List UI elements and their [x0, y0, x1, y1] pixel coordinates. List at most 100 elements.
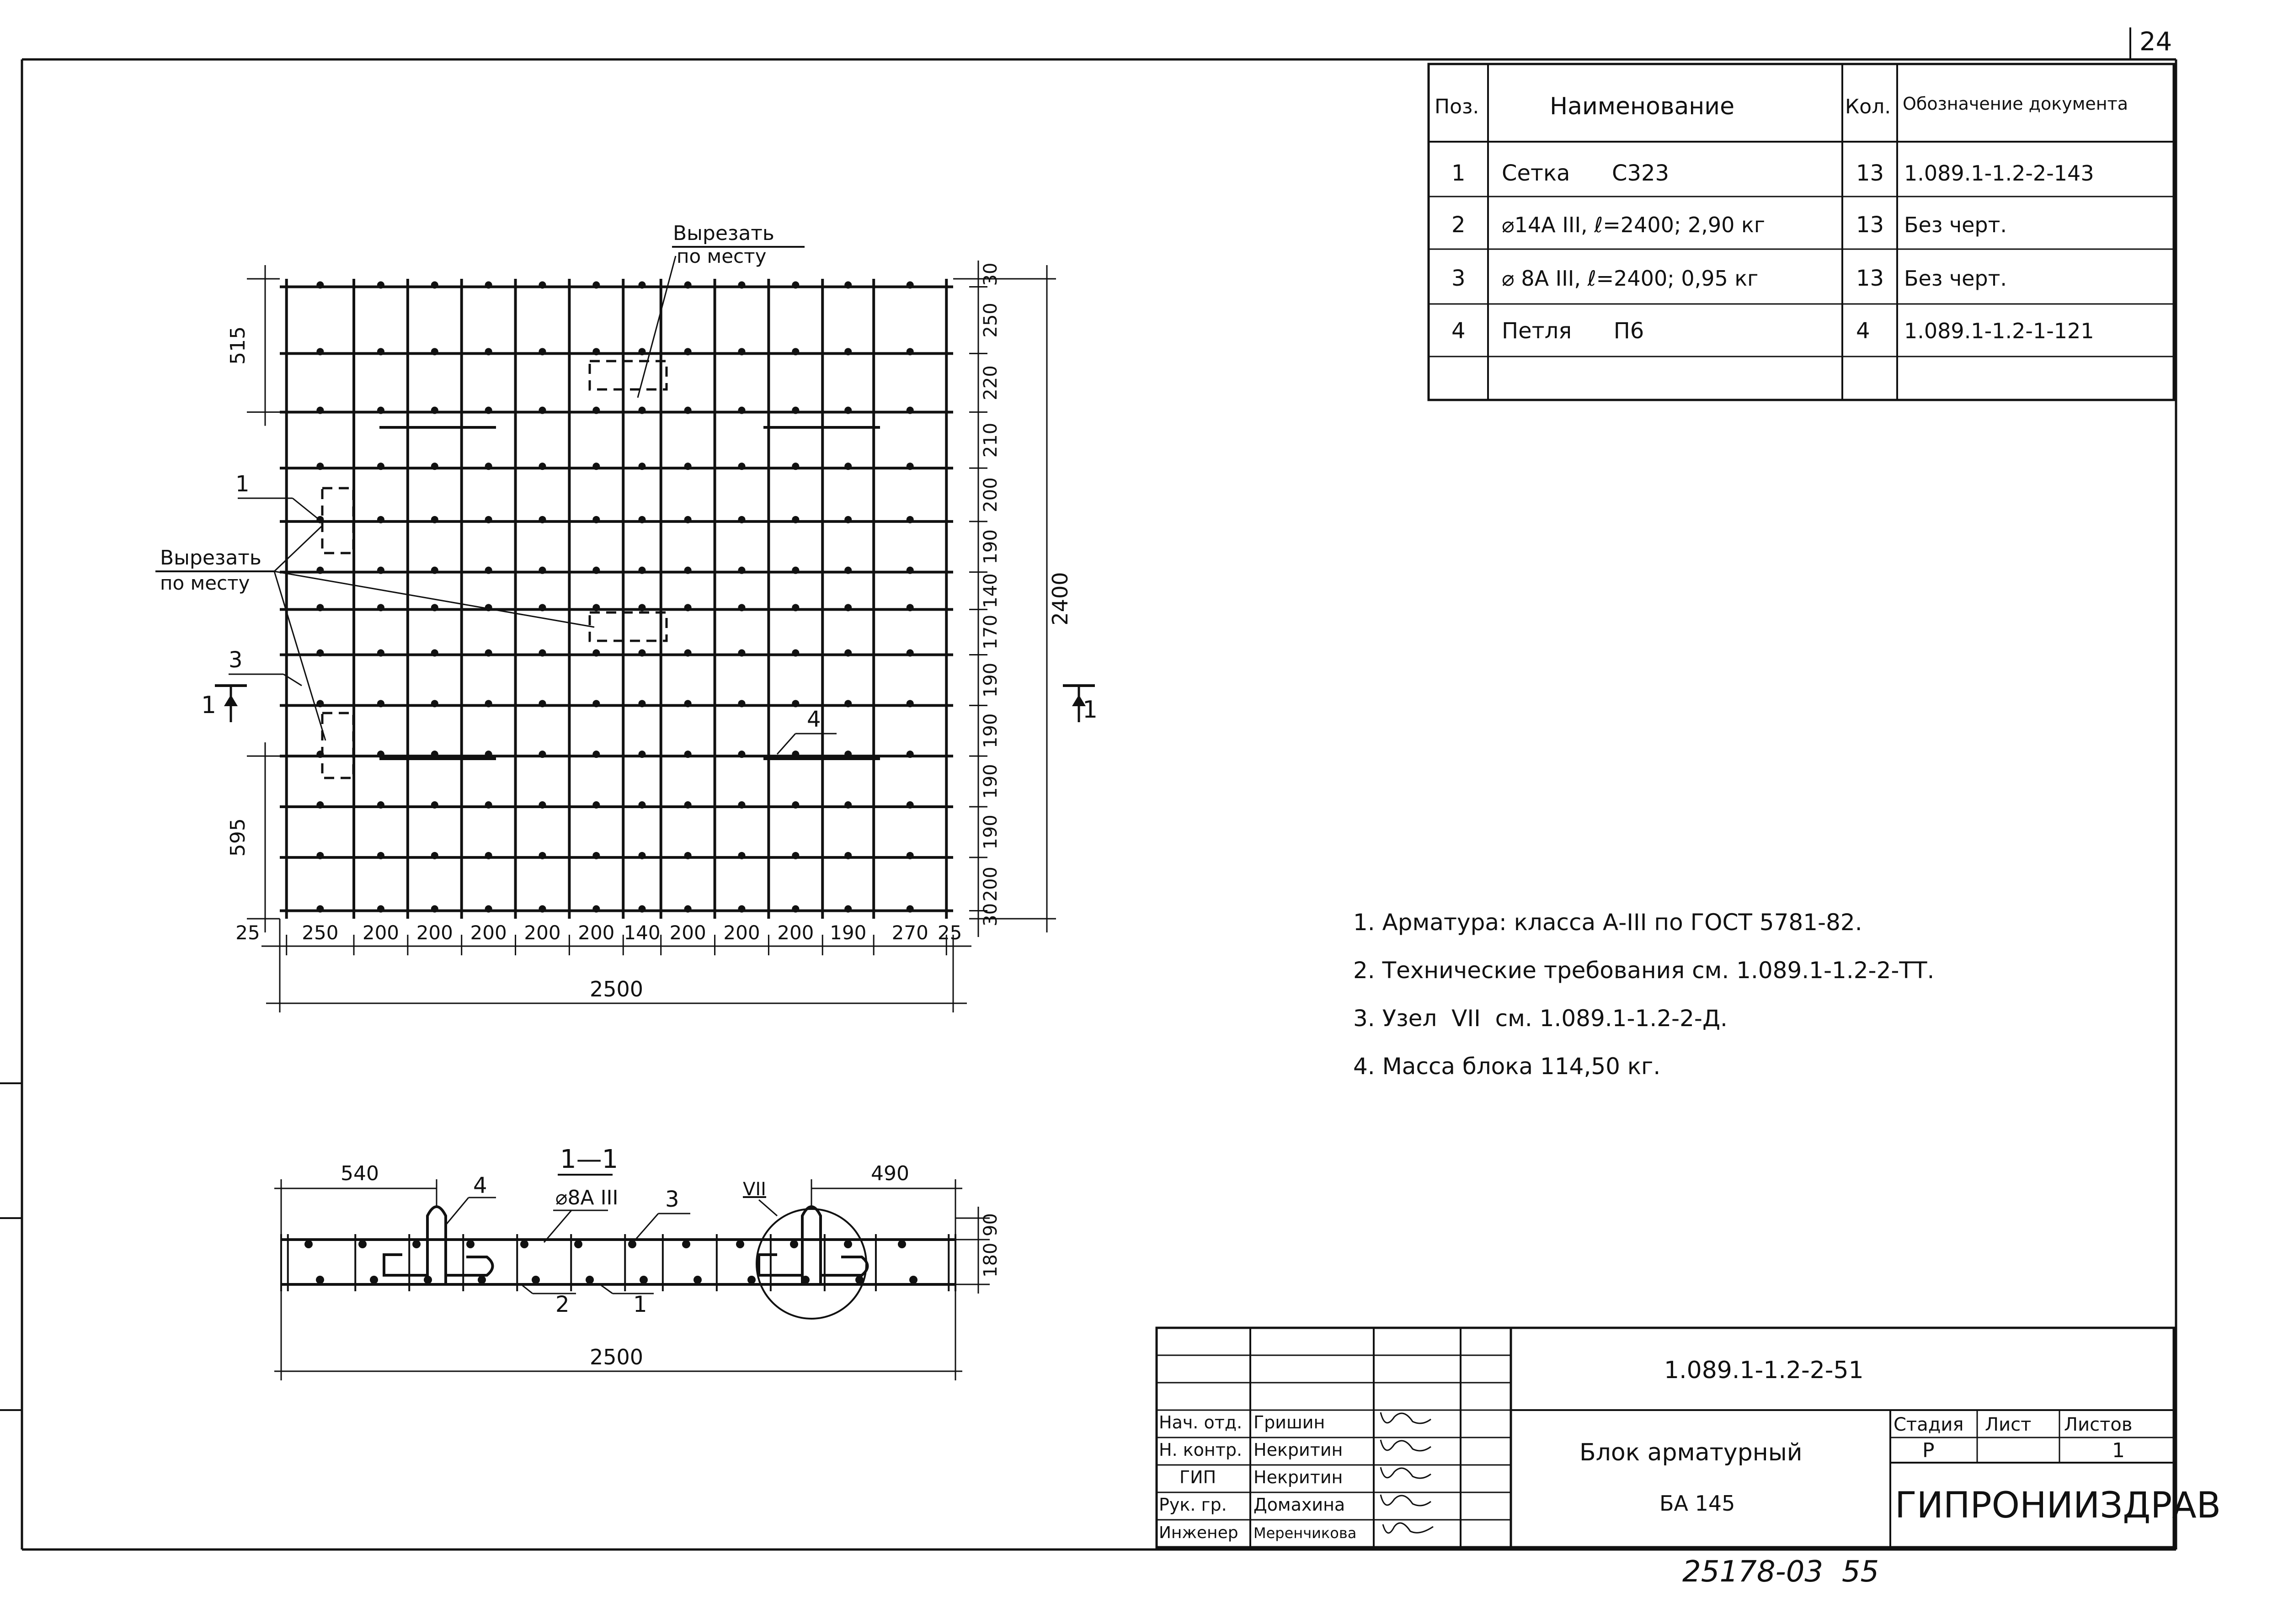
signer-row: Н. контр. Некритин	[1159, 1440, 1343, 1460]
dim-label-right: 190	[980, 764, 1001, 799]
rebar-dot	[485, 463, 492, 470]
p1-leader-tail	[601, 1284, 613, 1294]
spec-row-pos: 4	[1451, 318, 1466, 344]
rebar-dot	[539, 281, 546, 289]
spec-row-qty: 13	[1856, 160, 1884, 186]
page-number: 24	[2139, 27, 2172, 57]
rebar-dot	[377, 566, 384, 574]
rebar-dot	[539, 751, 546, 758]
rebar-dot	[431, 281, 438, 289]
rebar-dot	[539, 566, 546, 574]
spec-row-name: ⌀14А III, ℓ=2400; 2,90 кг	[1502, 213, 1765, 237]
section-dimension-lines	[274, 1179, 990, 1380]
rebar-dot	[684, 281, 692, 289]
cut-label-left-line1: Вырезать	[160, 546, 261, 570]
section-node-label: VII	[743, 1179, 766, 1200]
rebar-dot	[906, 604, 914, 612]
dim-label-bottom: 200	[524, 921, 560, 944]
plan-label-pos1: 1	[235, 471, 250, 497]
rebar-dot	[485, 281, 492, 289]
rebar-dot	[906, 751, 914, 758]
rebar-dot	[684, 516, 692, 523]
rebar-dot	[684, 566, 692, 574]
rebar-dot	[377, 905, 384, 913]
rebar-dot	[792, 516, 800, 523]
rebar-dot	[485, 516, 492, 523]
rebar-dot	[906, 905, 914, 913]
section-mark-left-label: 1	[201, 692, 216, 719]
rebar-dot	[316, 852, 324, 859]
dim-label-bottom: 200	[670, 921, 706, 944]
signer-name: Домахина	[1254, 1495, 1345, 1515]
dim-label-right: 190	[980, 815, 1001, 849]
section-dim-right: 490	[871, 1162, 909, 1185]
rebar-dot	[844, 751, 852, 758]
rebar-dot	[316, 801, 324, 809]
position-leaders	[229, 497, 837, 755]
cut-label-left-line2: по месту	[160, 572, 250, 594]
section-dim-v2: 180	[980, 1243, 1001, 1278]
rebar-dot	[485, 905, 492, 913]
dim-label-bottom: 200	[777, 921, 814, 944]
section-dim-total: 2500	[590, 1345, 643, 1369]
rebar-dot	[431, 406, 438, 414]
rebar-dot	[592, 649, 600, 657]
spec-row-pos: 3	[1451, 266, 1466, 291]
rebar-dot	[906, 406, 914, 414]
rebar-leader-tail	[543, 1210, 572, 1243]
spec-row: 3 ⌀ 8А III, ℓ=2400; 0,95 кг 13 Без черт.	[1451, 266, 2007, 291]
rebar-dot	[684, 801, 692, 809]
rebar-dot	[539, 604, 546, 612]
rebar-dot	[844, 905, 852, 913]
plan-loops	[379, 426, 880, 760]
rebar-dot	[738, 852, 746, 859]
dim-label-right: 30	[980, 263, 1001, 286]
rebar-dot	[539, 516, 546, 523]
rebar-dot	[485, 649, 492, 657]
rebar-dot	[539, 700, 546, 708]
rebar-dot	[592, 406, 600, 414]
spec-row: 4 Петля П6 4 1.089.1-1.2-1-121	[1451, 318, 2094, 344]
rebar-dot	[792, 281, 800, 289]
spec-row-name: Сетка С323	[1502, 160, 1669, 186]
rebar-dot	[844, 516, 852, 523]
rebar-dot	[906, 463, 914, 470]
spec-row-doc: Без черт.	[1904, 266, 2007, 291]
rebar-dot	[431, 348, 438, 356]
section-dot-bottom	[747, 1276, 756, 1284]
spec-header-pos: Поз.	[1435, 95, 1479, 118]
rebar-dot	[738, 905, 746, 913]
dim-label-right: 190	[980, 713, 1001, 748]
rebar-dot	[377, 852, 384, 859]
rebar-dot	[592, 801, 600, 809]
spec-row-qty: 4	[1856, 318, 1870, 344]
cut-label-left-leaders	[155, 525, 595, 741]
rebar-dot	[844, 700, 852, 708]
rebar-dot	[638, 566, 646, 574]
rebar-dot	[377, 751, 384, 758]
rebar-dot	[906, 852, 914, 859]
section-mark-left	[215, 684, 247, 722]
section-label-p4: 4	[473, 1173, 487, 1198]
rebar-dot	[844, 604, 852, 612]
rebar-dot	[638, 852, 646, 859]
dim-label-right: 190	[980, 663, 1001, 698]
section-dot-bottom	[532, 1276, 540, 1284]
rebar-dot	[431, 751, 438, 758]
rebar-dot	[684, 649, 692, 657]
rebar-dot	[592, 463, 600, 470]
rebar-dot	[316, 566, 324, 574]
dim-label-bottom: 200	[578, 921, 614, 944]
rebar-dot	[485, 566, 492, 574]
rebar-dot	[592, 700, 600, 708]
rebar-dot	[738, 801, 746, 809]
signer-name: Меренчикова	[1254, 1524, 1356, 1542]
rebar-dot	[431, 604, 438, 612]
rebar-dot	[844, 348, 852, 356]
stage-value: Р	[1922, 1439, 1935, 1462]
section-dim-left: 540	[341, 1162, 379, 1185]
rebar-dot	[844, 281, 852, 289]
dim-label-total-width: 2500	[590, 977, 643, 1001]
